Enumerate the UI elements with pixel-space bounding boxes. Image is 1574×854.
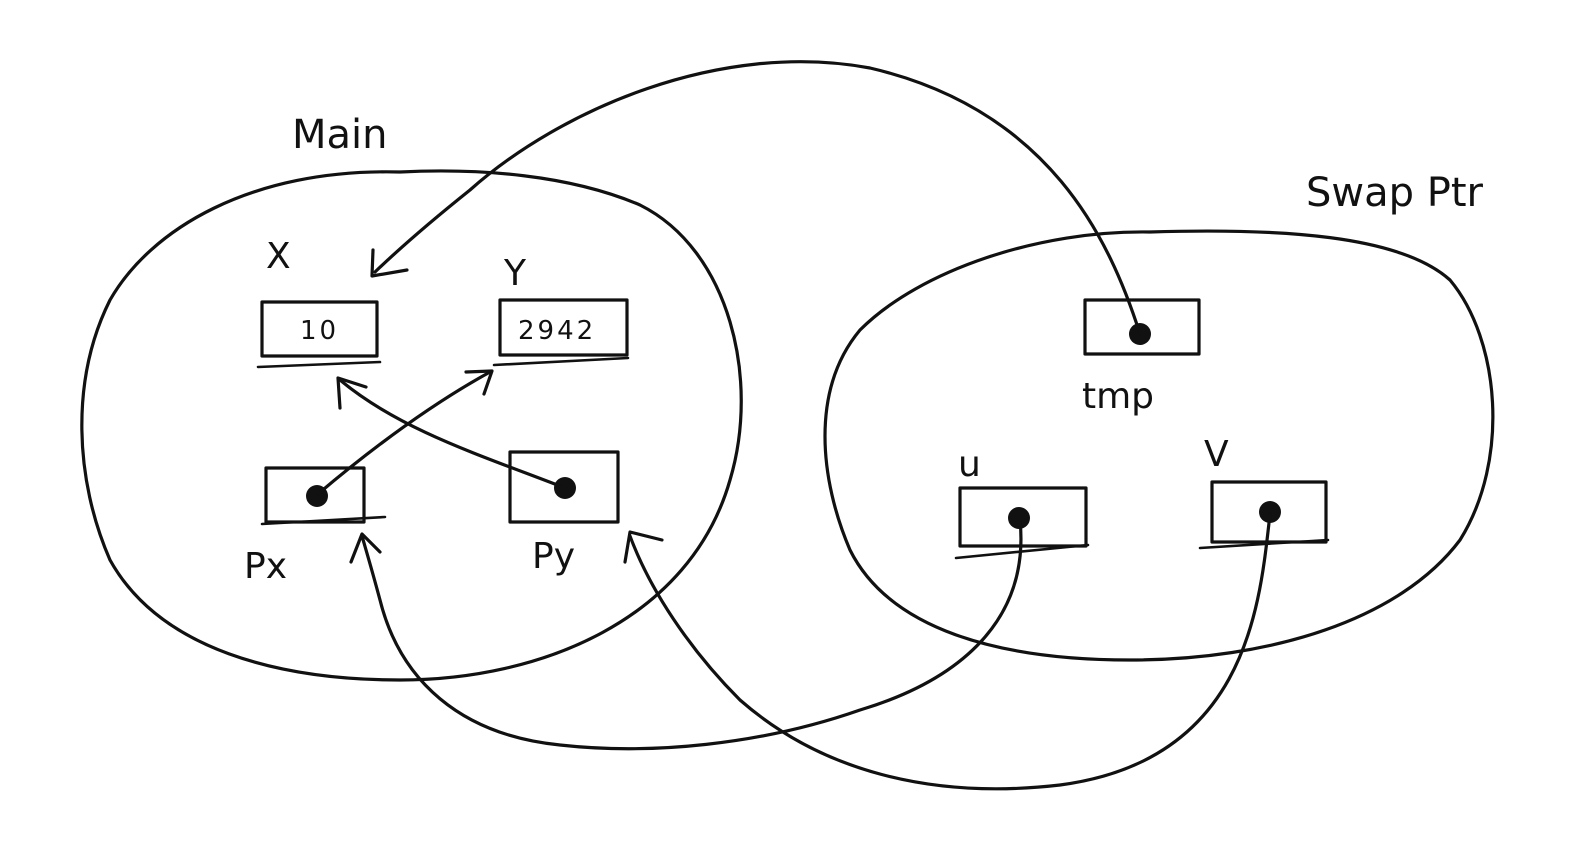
arrow-v-to-py — [623, 512, 1272, 791]
var-y-underline — [492, 356, 630, 367]
var-x-box — [260, 300, 379, 358]
arrow-tmp-to-x — [370, 60, 1142, 336]
main-frame-title: Main — [292, 112, 388, 158]
var-u-label: u — [958, 444, 981, 485]
var-py-label: Py — [532, 536, 575, 577]
var-v-underline — [1198, 538, 1330, 550]
main-frame: Main X 10 Y 2942 Px Py — [80, 112, 743, 682]
var-y-label: Y — [503, 253, 527, 294]
arrow-u-to-px — [349, 518, 1023, 751]
var-tmp-box — [1083, 298, 1201, 356]
var-u: u — [954, 444, 1090, 560]
var-v-label: V — [1204, 434, 1229, 475]
var-u-box — [958, 486, 1088, 548]
var-x-label: X — [266, 236, 291, 277]
var-py-box — [508, 450, 620, 524]
var-tmp: tmp — [1082, 298, 1201, 417]
swap-frame-title: Swap Ptr — [1306, 170, 1484, 216]
var-x-value: 10 — [300, 316, 339, 346]
main-frame-outline — [80, 169, 743, 682]
var-px: Px — [244, 466, 387, 587]
var-y-value: 2942 — [518, 316, 596, 346]
swap-frame: Swap Ptr tmp u V — [823, 170, 1495, 662]
var-x: X 10 — [256, 236, 382, 369]
var-y: Y 2942 — [492, 253, 630, 367]
var-px-underline — [260, 515, 387, 526]
var-x-underline — [256, 360, 382, 369]
swap-frame-outline — [823, 229, 1495, 662]
pointer-arrows — [316, 60, 1272, 791]
arrow-py-to-x — [336, 376, 567, 490]
var-u-pointer-dot — [1008, 507, 1030, 529]
arrow-px-to-y — [316, 369, 494, 496]
var-px-label: Px — [244, 546, 287, 587]
var-py: Py — [508, 450, 620, 577]
var-tmp-label: tmp — [1082, 376, 1154, 417]
var-v: V — [1198, 434, 1330, 550]
var-y-box — [498, 298, 629, 357]
var-v-box — [1210, 480, 1328, 544]
var-v-pointer-dot — [1259, 501, 1281, 523]
